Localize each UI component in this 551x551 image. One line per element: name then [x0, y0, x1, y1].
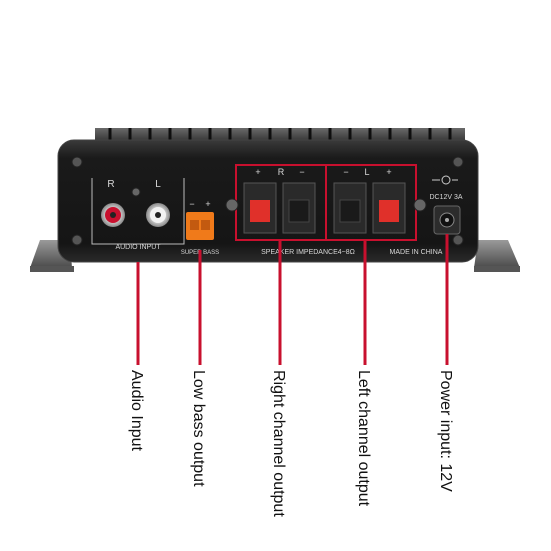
right-channel-terminals[interactable]: + R −: [225, 167, 316, 234]
audio-input-label: AUDIO INPUT: [115, 244, 161, 251]
left-channel-terminals[interactable]: − L +: [333, 167, 427, 234]
dc-power-jack[interactable]: [433, 205, 461, 235]
callout-low-bass: Low bass output: [190, 370, 207, 487]
callout-right-channel: Right channel output: [270, 370, 287, 517]
dc-rating-label: DC12V 3A: [429, 194, 462, 201]
left-screw: [413, 198, 427, 212]
rca-jack-right[interactable]: [101, 203, 125, 227]
rca-l-label: L: [155, 179, 161, 190]
bass-plus-label: +: [205, 199, 210, 209]
left-letter-label: L: [364, 167, 369, 177]
callout-lines: [136, 234, 449, 365]
speaker-impedance-label: SPEAKER IMPEDANCE4~8Ω: [261, 249, 355, 256]
right-letter-label: R: [278, 167, 285, 177]
gain-screw: [131, 187, 141, 197]
dc-polarity-icon: [432, 175, 458, 185]
right-screw: [225, 198, 239, 212]
rca-jack-left[interactable]: [146, 203, 170, 227]
right-minus-label: −: [299, 167, 304, 177]
right-plus-label: +: [255, 167, 260, 177]
callout-left-channel: Left channel output: [355, 370, 372, 507]
left-minus-label: −: [343, 167, 348, 177]
bass-minus-label: −: [189, 199, 194, 209]
rca-r-label: R: [107, 179, 114, 190]
panel-screws: [71, 156, 464, 246]
made-in-label: MADE IN CHINA: [390, 249, 443, 256]
callout-power-input: Power input: 12V: [437, 370, 454, 492]
dc-power-section: DC12V 3A: [429, 175, 463, 235]
left-plus-label: +: [386, 167, 391, 177]
audio-input-section: R L AUDIO INPUT: [91, 178, 185, 251]
callout-audio-input: Audio Input: [128, 370, 145, 452]
